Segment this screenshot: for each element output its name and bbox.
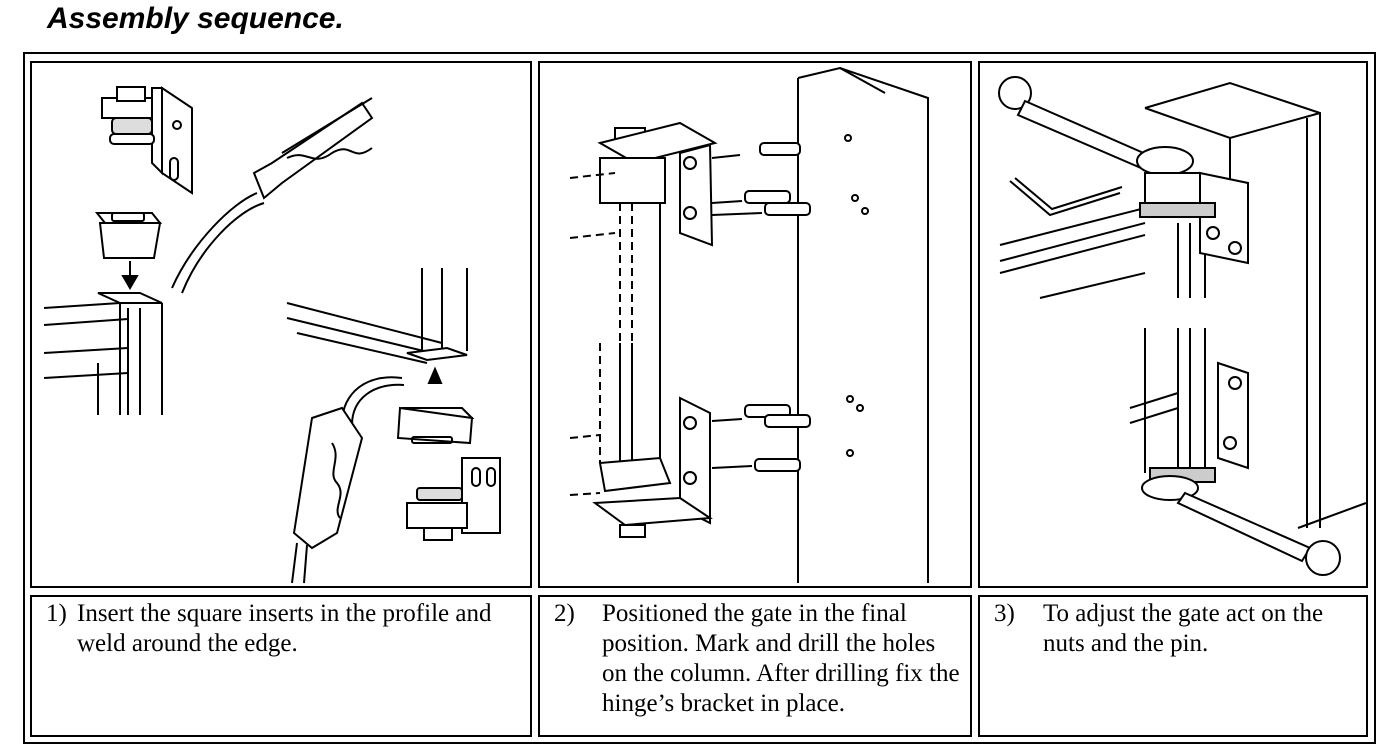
step-2-caption: 2) Positioned the gate in the final posi… <box>554 599 962 719</box>
page-title: Assembly sequence. <box>47 2 344 35</box>
wrench-top-drawing <box>998 76 1194 176</box>
hinge-bracket-top-drawing <box>1139 171 1249 265</box>
gate-frame-drawing <box>999 207 1206 299</box>
anchor-bolts-top-drawing <box>711 142 811 216</box>
step-1-caption: 1) Insert the square inserts in the prof… <box>46 599 522 659</box>
step-number: 3) <box>994 600 1015 627</box>
step-1-illustration <box>30 61 532 588</box>
step-2-caption-cell: 2) Positioned the gate in the final posi… <box>538 595 972 737</box>
hinge-bracket-bottom-drawing <box>1129 328 1249 483</box>
hinge-bracket-drawing-2 <box>406 457 501 541</box>
hinge-bracket-drawing <box>101 86 193 195</box>
anchor-bolts-bottom-drawing <box>711 404 811 472</box>
hinge-bracket-top-drawing <box>569 121 718 343</box>
square-insert-drawing-2 <box>396 406 475 445</box>
step-3-illustration <box>978 61 1368 588</box>
welding-torch-drawing-2 <box>291 376 405 584</box>
step-text: Positioned the gate in the final positio… <box>602 600 960 717</box>
assembly-table <box>23 52 1376 744</box>
step-3-caption: 3) To adjust the gate act on the nuts an… <box>994 599 1358 659</box>
gate-frame-corner-drawing <box>286 268 468 364</box>
welding-torch-drawing <box>171 97 374 294</box>
step-number: 2) <box>554 600 575 627</box>
step-text: To adjust the gate act on the nuts and t… <box>1043 600 1324 657</box>
square-insert-drawing <box>94 212 163 259</box>
hinge-bracket-bottom-drawing <box>569 343 713 538</box>
allen-key-drawing <box>1009 177 1123 217</box>
step-1-caption-cell: 1) Insert the square inserts in the prof… <box>30 595 532 737</box>
gate-profile-drawing <box>43 292 163 415</box>
step-2-illustration <box>538 61 972 588</box>
step-3-caption-cell: 3) To adjust the gate act on the nuts an… <box>978 595 1368 737</box>
wrench-bottom-drawing <box>1141 475 1341 576</box>
column-drawing <box>797 66 929 583</box>
step-text: Insert the square inserts in the profile… <box>77 600 492 657</box>
step-number: 1) <box>46 600 67 627</box>
